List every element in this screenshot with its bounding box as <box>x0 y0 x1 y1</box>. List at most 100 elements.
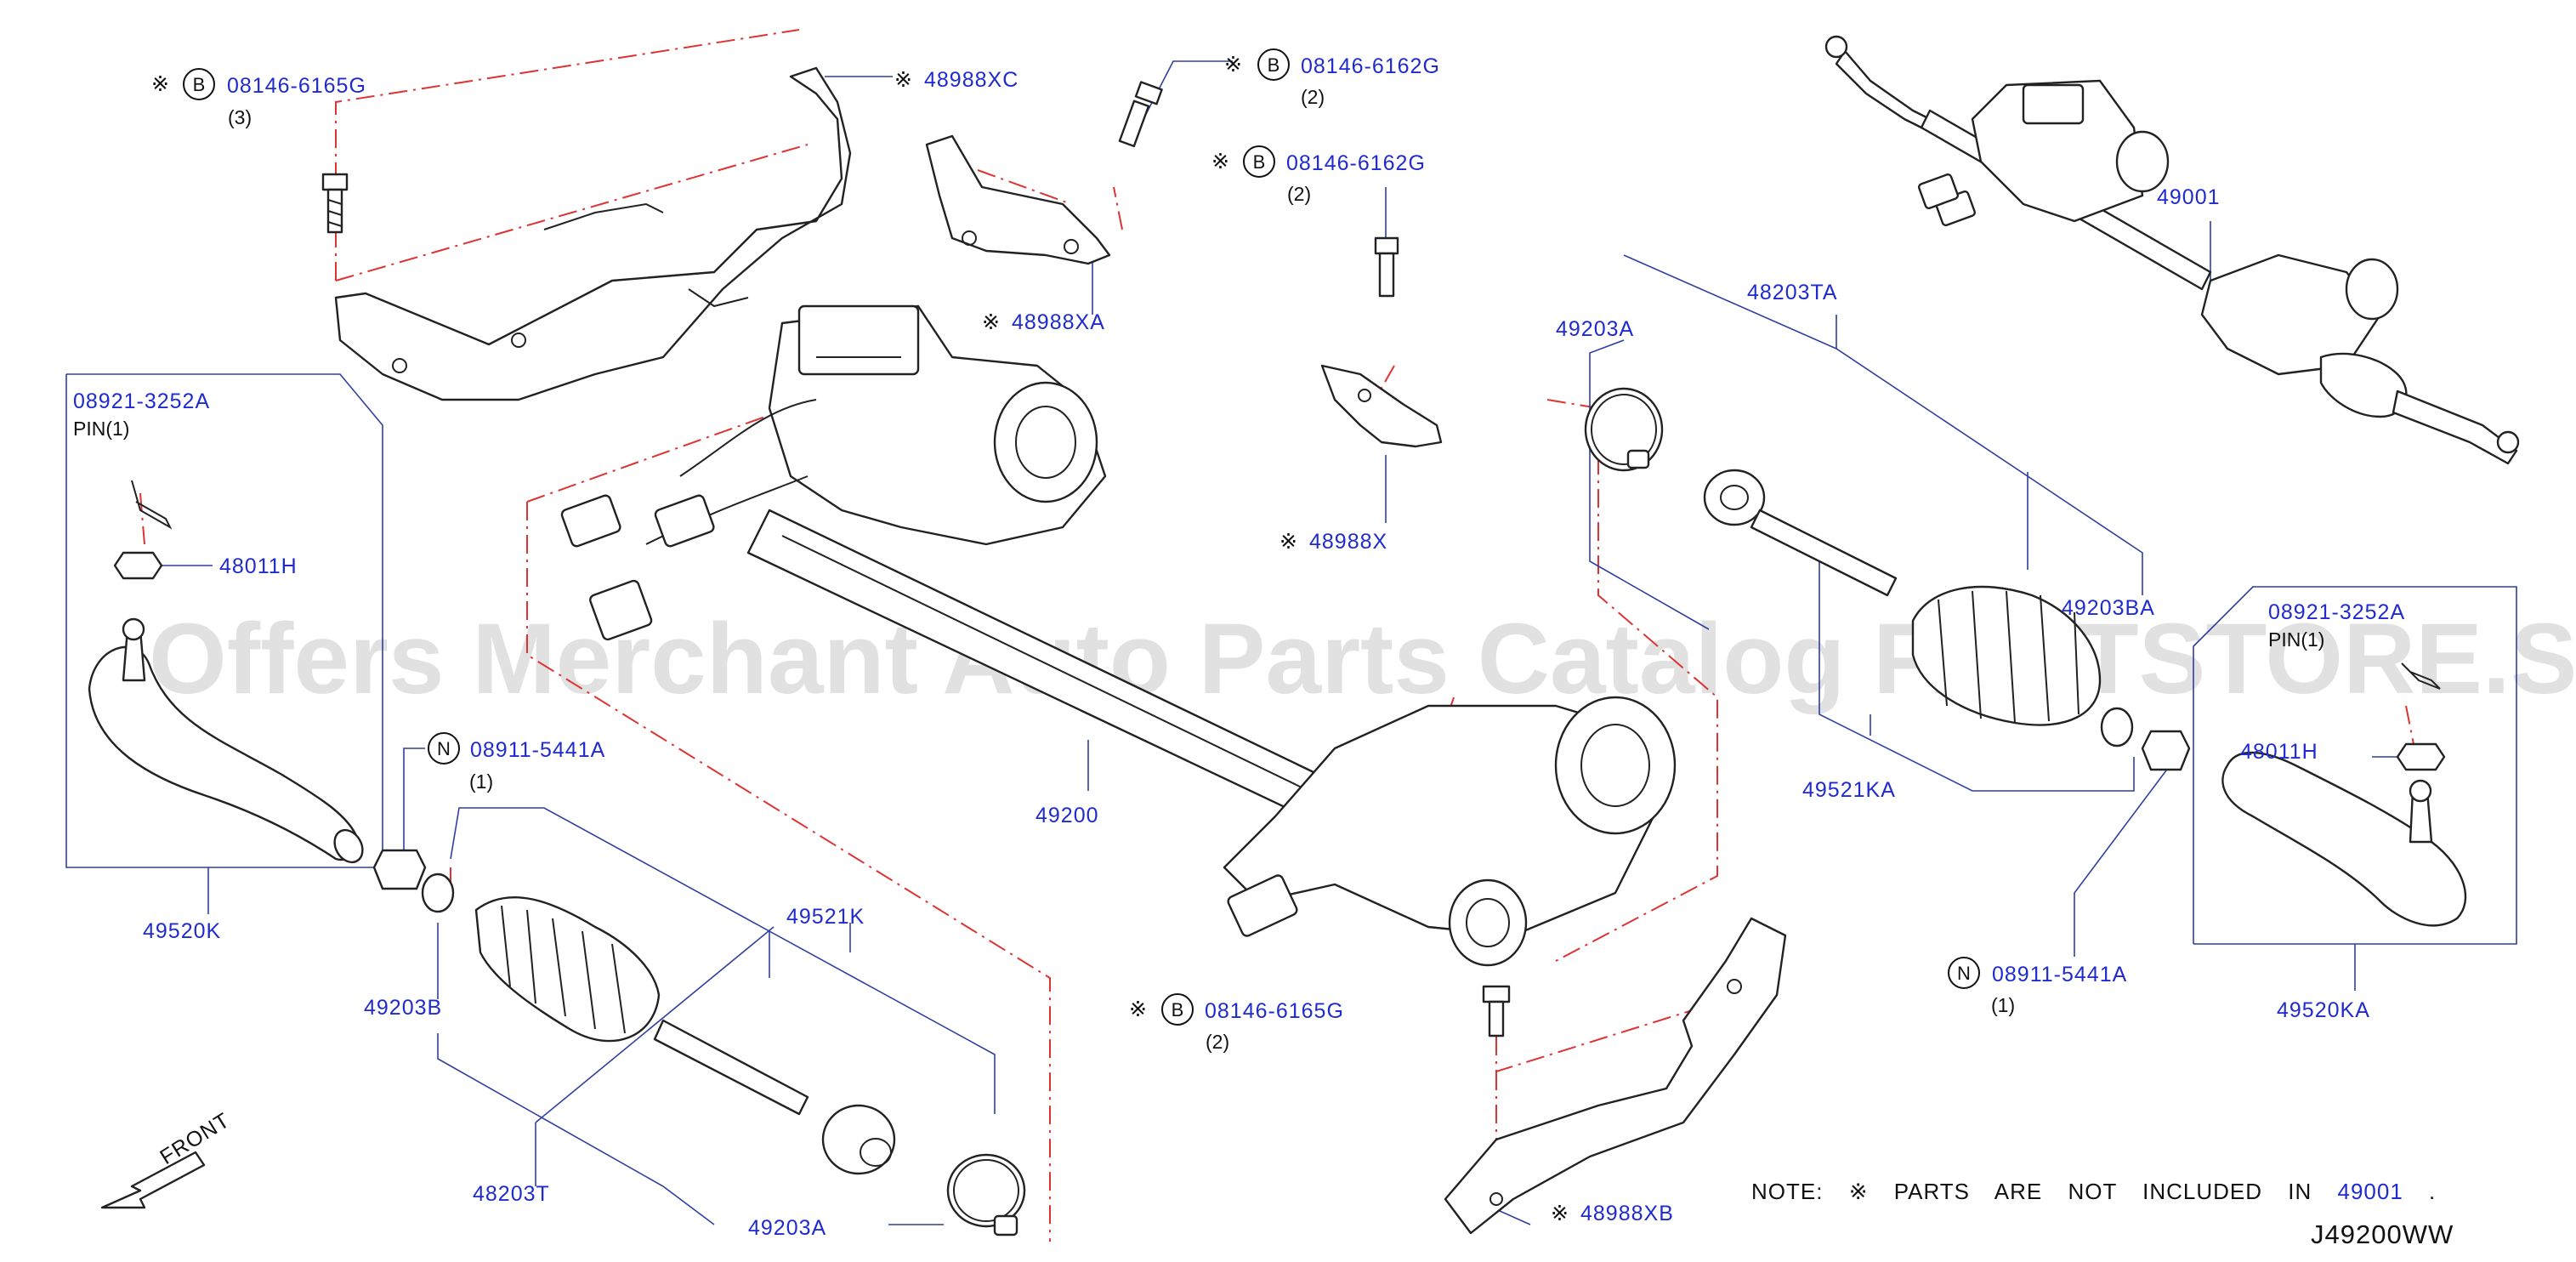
steering-gear-assembly <box>560 304 1677 967</box>
label-pin-right-part[interactable]: 08921-3252A <box>2268 600 2405 624</box>
badge-letter: N <box>1957 963 1971 984</box>
badge-letter: B <box>193 74 206 95</box>
exclusion-mark: ※ <box>982 310 1001 334</box>
badge-circle <box>428 732 460 765</box>
bracket-xa <box>925 134 1111 265</box>
callout-bolt-top-center[interactable]: ※ B 08146-6162G (2) <box>1224 48 1440 108</box>
exclusion-mark: ※ <box>1279 530 1298 554</box>
callout-bolt-mid-center[interactable]: ※ B 08146-6162G (2) <box>1211 145 1426 205</box>
nut-right <box>2141 730 2191 771</box>
badge-circle <box>1257 48 1290 81</box>
note-text: PARTS ARE NOT INCLUDED IN <box>1894 1179 2312 1204</box>
note-ref[interactable]: 49001 <box>2337 1179 2403 1204</box>
label-tie-rod-end-left[interactable]: 49520K <box>143 919 221 943</box>
badge-circle <box>183 68 215 100</box>
nut-48011h-right <box>2396 742 2446 771</box>
part-number[interactable]: 48988XB <box>1580 1202 1674 1225</box>
leader-lines <box>65 60 2517 1225</box>
part-number[interactable]: 08146-6165G <box>227 74 366 98</box>
badge-letter: N <box>437 738 451 759</box>
quantity: (2) <box>1301 86 1325 108</box>
badge-circle <box>1948 957 1980 989</box>
badge-letter: B <box>1172 999 1184 1020</box>
bolt-top-center <box>1118 81 1163 148</box>
quantity: (1) <box>1991 994 2015 1016</box>
quantity: (1) <box>469 770 493 793</box>
boot-right <box>1911 585 2102 726</box>
callout-bolt-top-left[interactable]: ※ B 08146-6165G (3) <box>151 68 366 128</box>
label-gear-full-assembly[interactable]: 49001 <box>2157 185 2221 209</box>
part-number[interactable]: 08146-6162G <box>1286 151 1426 175</box>
bracket-xb <box>1444 917 1787 1235</box>
boot-left <box>474 896 661 1043</box>
badge-letter: B <box>1268 54 1280 76</box>
bracket-x <box>1320 364 1443 448</box>
part-number[interactable]: 48988XC <box>924 68 1018 92</box>
clamp-b-left <box>421 873 455 913</box>
part-number[interactable]: 08911-5441A <box>470 738 605 762</box>
badge-letter: B <box>1253 151 1266 173</box>
label-gear-assembly[interactable]: 49200 <box>1036 804 1099 827</box>
label-clamp-a-right[interactable]: 49203A <box>1556 317 1634 341</box>
bolt-bottom-center <box>1482 985 1511 1037</box>
callout-nut-left[interactable]: N 08911-5441A (1) <box>428 732 605 793</box>
part-number[interactable]: 08146-6162G <box>1301 54 1440 78</box>
part-number[interactable]: 48988XA <box>1012 310 1105 334</box>
callout-bracket-xa[interactable]: ※ 48988XA <box>982 310 1105 334</box>
label-clamp-a-left[interactable]: 49203A <box>748 1216 826 1240</box>
exclusion-mark: ※ <box>1551 1202 1569 1225</box>
label-48011h-right[interactable]: 48011H <box>2240 740 2318 764</box>
callout-nut-right[interactable]: N 08911-5441A (1) <box>1948 957 2127 1016</box>
label-boot-kit-left[interactable]: 48203T <box>473 1182 550 1206</box>
label-pin-left-part[interactable]: 08921-3252A <box>73 389 210 413</box>
inner-socket-left <box>653 1019 896 1175</box>
label-inner-socket-right[interactable]: 49521KA <box>1802 778 1896 802</box>
note-end: . <box>2429 1179 2436 1204</box>
steering-gear-full-assembly <box>1824 35 2520 465</box>
bracket-plate-top <box>334 66 852 401</box>
bolt-top-left <box>321 173 349 234</box>
part-number[interactable]: 08146-6165G <box>1205 999 1344 1023</box>
label-pin-left-name: PIN(1) <box>73 418 129 440</box>
pin-left <box>131 480 173 530</box>
badge-circle <box>1161 993 1194 1026</box>
note: NOTE: ※ PARTS ARE NOT INCLUDED IN 49001 … <box>1751 1179 2436 1204</box>
part-number[interactable]: 48988X <box>1309 530 1387 554</box>
exclusion-mark: ※ <box>1224 53 1243 77</box>
bolt-mid-center <box>1374 236 1399 298</box>
callout-bracket-xc[interactable]: ※ 48988XC <box>894 68 1018 92</box>
note-mark: ※ <box>1849 1179 1869 1204</box>
badge-circle <box>1243 145 1275 178</box>
diagram-code: J49200WW <box>2311 1219 2454 1249</box>
nut-48011h-left <box>113 551 163 580</box>
clamp-a-right <box>1584 387 1664 472</box>
label-pin-right-name: PIN(1) <box>2268 628 2324 651</box>
callout-bracket-xb[interactable]: ※ 48988XB <box>1551 1202 1674 1225</box>
label-48011h-left[interactable]: 48011H <box>219 554 298 578</box>
front-arrow: FRONT <box>100 1108 234 1209</box>
clamp-ba-right <box>2100 707 2134 748</box>
inner-socket-right <box>1703 469 1898 597</box>
exclusion-mark: ※ <box>1129 998 1148 1021</box>
watermark: Offers Merchant Auto Parts Catalog PARTS… <box>149 603 2576 715</box>
exclusion-mark: ※ <box>1211 150 1230 173</box>
callout-bracket-x[interactable]: ※ 48988X <box>1279 530 1387 554</box>
label-boot-kit-right[interactable]: 48203TA <box>1747 281 1838 304</box>
label-inner-socket-left[interactable]: 49521K <box>786 905 865 929</box>
quantity: (2) <box>1287 183 1311 205</box>
callout-bolt-bottom-center[interactable]: ※ B 08146-6165G (2) <box>1129 993 1344 1053</box>
note-prefix: NOTE: <box>1751 1179 1823 1204</box>
pin-right <box>2401 662 2441 690</box>
label-tie-rod-end-right[interactable]: 49520KA <box>2277 998 2370 1022</box>
tie-rod-end-right <box>2221 751 2467 927</box>
label-clamp-b-left[interactable]: 49203B <box>364 996 442 1020</box>
nut-left <box>372 849 427 890</box>
label-clamp-ba-right[interactable]: 49203BA <box>2062 596 2155 620</box>
quantity: (3) <box>228 106 252 128</box>
svg-text:NOTE: ※ PARTS ARE: NOTE: ※ PARTS ARE NOT INCLUDED IN 49001 … <box>1751 1179 2436 1204</box>
exclusion-mark: ※ <box>894 68 913 92</box>
exclusion-mark: ※ <box>151 72 170 96</box>
part-number[interactable]: 08911-5441A <box>1992 963 2127 986</box>
clamp-a-left <box>946 1153 1026 1236</box>
